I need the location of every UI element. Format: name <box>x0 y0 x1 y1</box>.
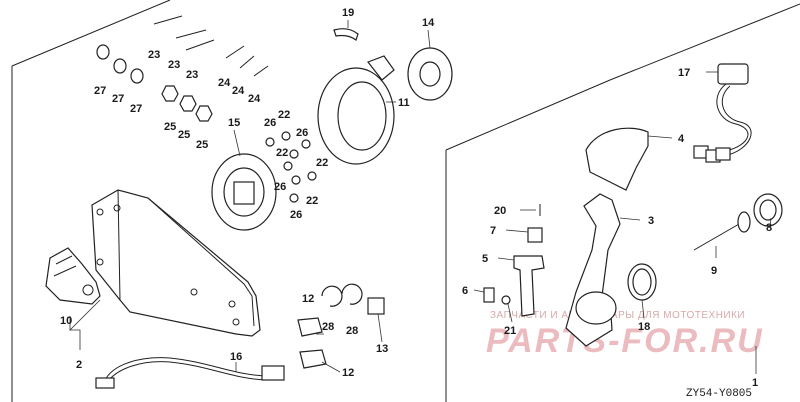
callout-5: 5 <box>482 253 488 265</box>
control-lever <box>565 193 621 347</box>
harness-cable <box>95 357 285 389</box>
bolts-23 <box>153 15 215 51</box>
callout-24a: 24 <box>218 77 231 89</box>
washers-27 <box>96 44 144 84</box>
callout-22c: 22 <box>316 157 328 169</box>
callout-3: 3 <box>648 215 654 227</box>
callout-6: 6 <box>462 285 468 297</box>
callout-22d: 22 <box>306 195 318 207</box>
callout-14: 14 <box>422 17 435 29</box>
callout-2: 2 <box>76 359 82 371</box>
callout-21: 21 <box>504 325 516 337</box>
callout-26b: 26 <box>296 127 308 139</box>
callout-25c: 25 <box>196 139 208 151</box>
shaft <box>693 211 751 251</box>
diagram-code: ZY54-Y0805 <box>686 388 752 400</box>
screws-22-26 <box>265 131 317 203</box>
reel-ring <box>317 67 395 165</box>
callout-12b: 12 <box>342 367 354 379</box>
shim <box>333 28 359 41</box>
callout-22a: 22 <box>278 109 290 121</box>
callout-25b: 25 <box>178 129 190 141</box>
callout-13: 13 <box>376 343 388 355</box>
callout-23b: 23 <box>168 59 180 71</box>
callout-23c: 23 <box>186 69 198 81</box>
callout-12a: 12 <box>302 293 314 305</box>
callout-26c: 26 <box>274 181 286 193</box>
bracket-set <box>483 204 545 317</box>
leader-lines <box>69 20 772 374</box>
callout-26d: 26 <box>290 209 302 221</box>
drive-gear <box>211 153 277 231</box>
bolts-24 <box>225 45 269 77</box>
nuts-25 <box>161 85 213 122</box>
watermark-logo: PARTS-FOR.RU <box>486 322 764 360</box>
ratchet-gear <box>407 47 453 101</box>
callout-16: 16 <box>230 351 242 363</box>
callout-11: 11 <box>398 97 410 109</box>
grip-pad <box>45 247 101 305</box>
callout-27a: 27 <box>94 85 106 97</box>
callout-28b: 28 <box>346 325 358 337</box>
callout-18: 18 <box>638 321 650 333</box>
callout-19: 19 <box>342 7 354 19</box>
callout-22b: 22 <box>276 147 288 159</box>
callout-8: 8 <box>766 222 772 234</box>
callout-28a: 28 <box>322 321 334 333</box>
control-box-housing <box>91 189 261 337</box>
clip <box>367 55 395 81</box>
callout-20: 20 <box>494 205 506 217</box>
callout-24c: 24 <box>248 93 261 105</box>
callout-15: 15 <box>228 117 240 129</box>
callout-17: 17 <box>678 67 690 79</box>
cap <box>753 193 783 227</box>
cover <box>585 127 649 191</box>
clips-12-28 <box>297 283 385 369</box>
callouts: 1 2 3 4 5 6 7 8 9 10 11 12 12 13 14 15 1… <box>60 7 772 389</box>
callout-1: 1 <box>752 377 758 389</box>
switch-assembly <box>693 63 752 163</box>
o-ring <box>627 263 657 301</box>
callout-27c: 27 <box>130 103 142 115</box>
assembly-frame <box>11 0 800 402</box>
callout-7: 7 <box>490 225 496 237</box>
callout-10: 10 <box>60 315 72 327</box>
callout-24b: 24 <box>232 85 245 97</box>
watermark: ЗАПЧАСТИ И АКСЕССУАРЫ ДЛЯ МОТОТЕХНИКИ PA… <box>486 310 764 360</box>
callout-9: 9 <box>711 265 717 277</box>
callout-23a: 23 <box>148 49 160 61</box>
callout-27b: 27 <box>112 93 124 105</box>
callout-26a: 26 <box>264 117 276 129</box>
callout-4: 4 <box>678 133 685 145</box>
callout-25a: 25 <box>164 121 176 133</box>
watermark-tagline: ЗАПЧАСТИ И АКСЕССУАРЫ ДЛЯ МОТОТЕХНИКИ <box>490 310 745 321</box>
